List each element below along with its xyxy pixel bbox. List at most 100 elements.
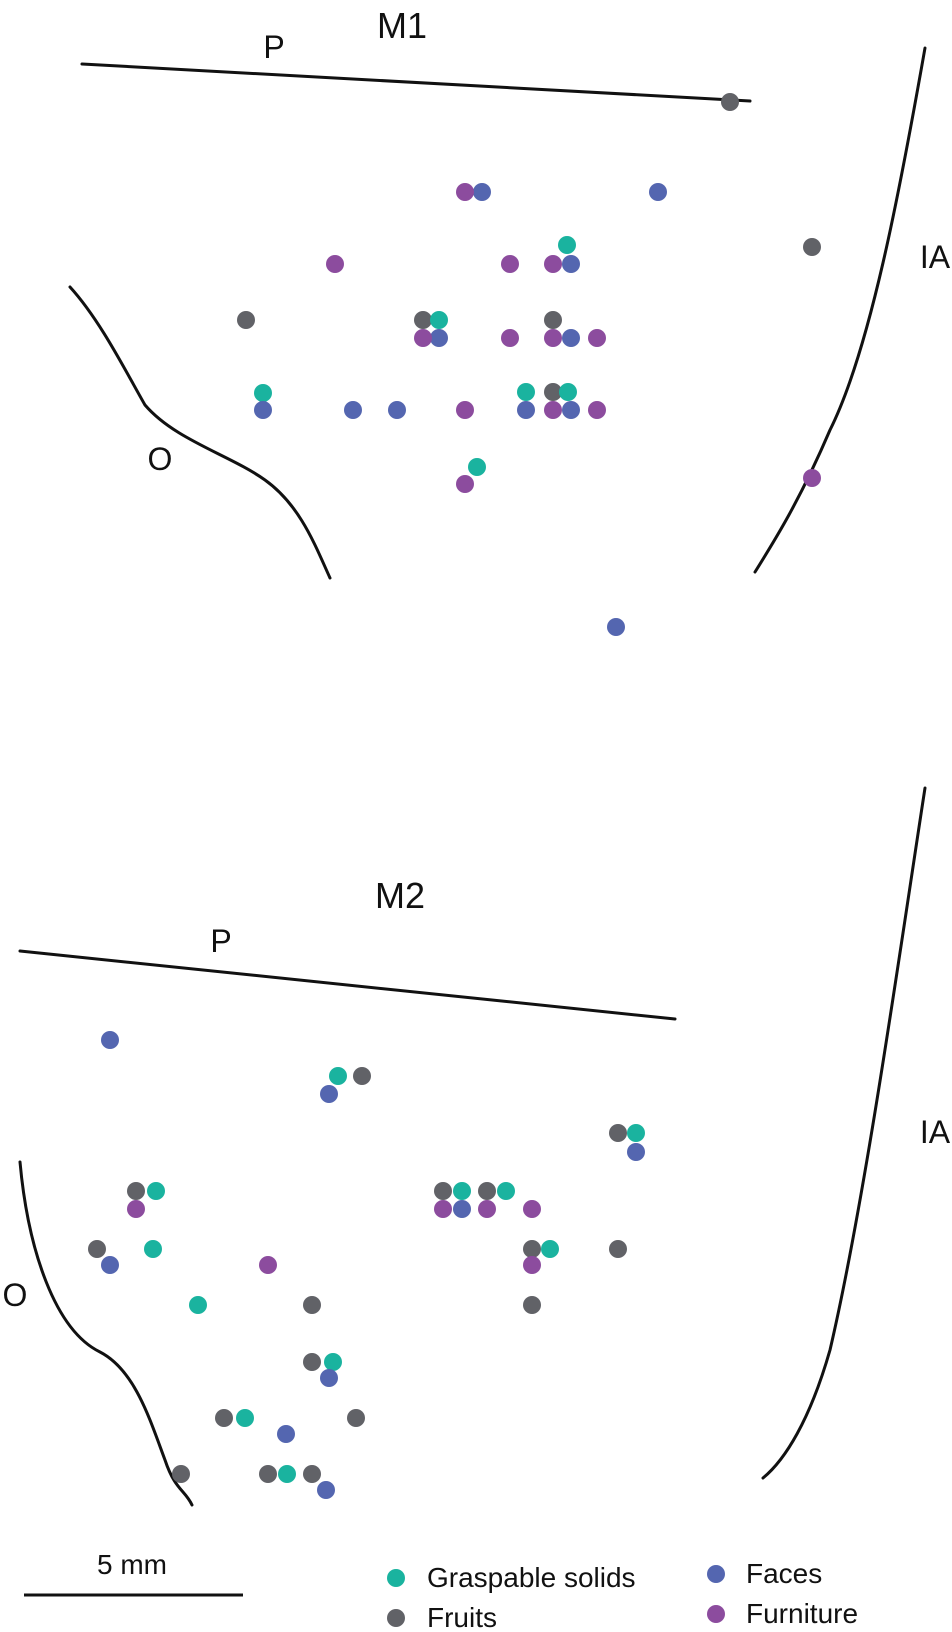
m2-point-graspable-solids-9 bbox=[324, 1353, 342, 1371]
panel-m2-label-o: O bbox=[3, 1277, 28, 1313]
m2-point-graspable-solids-11 bbox=[278, 1465, 296, 1483]
panel-m2: M2 P O IA bbox=[3, 786, 951, 1507]
legend-marker-furniture bbox=[707, 1605, 725, 1623]
m1-point-faces-9 bbox=[517, 401, 535, 419]
legend: Graspable solids Fruits Faces Furniture bbox=[387, 1558, 858, 1632]
m1-point-graspable-solids-6 bbox=[468, 458, 486, 476]
m1-point-fruits-2 bbox=[803, 238, 821, 256]
m2-point-graspable-solids-6 bbox=[144, 1240, 162, 1258]
m2-point-graspable-solids-2 bbox=[627, 1124, 645, 1142]
m2-point-fruits-16 bbox=[303, 1465, 321, 1483]
m2-point-faces-7 bbox=[277, 1425, 295, 1443]
m2-point-faces-2 bbox=[320, 1085, 338, 1103]
m1-point-faces-11 bbox=[607, 618, 625, 636]
panel-m2-sulcus-ia bbox=[761, 786, 927, 1480]
m1-point-graspable-solids-4 bbox=[517, 383, 535, 401]
m1-point-graspable-solids-2 bbox=[430, 311, 448, 329]
m2-point-graspable-solids-1 bbox=[329, 1067, 347, 1085]
legend-label-furniture: Furniture bbox=[746, 1598, 858, 1629]
m2-point-faces-1 bbox=[101, 1031, 119, 1049]
m2-point-graspable-solids-10 bbox=[236, 1409, 254, 1427]
m2-point-faces-4 bbox=[453, 1200, 471, 1218]
m2-point-fruits-8 bbox=[609, 1240, 627, 1258]
m2-point-fruits-5 bbox=[478, 1182, 496, 1200]
legend-label-graspable-solids: Graspable solids bbox=[427, 1562, 636, 1593]
panel-m1-points bbox=[237, 93, 821, 636]
m1-point-furniture-8 bbox=[588, 329, 606, 347]
m1-point-furniture-2 bbox=[326, 255, 344, 273]
legend-marker-fruits bbox=[387, 1609, 405, 1627]
m2-point-fruits-11 bbox=[523, 1296, 541, 1314]
m1-point-fruits-1 bbox=[721, 93, 739, 111]
m1-point-graspable-solids-3 bbox=[254, 384, 272, 402]
m2-point-fruits-10 bbox=[303, 1353, 321, 1371]
m1-point-furniture-1 bbox=[456, 183, 474, 201]
panel-m2-label-p: P bbox=[210, 923, 231, 959]
panel-m1-label-o: O bbox=[148, 441, 173, 477]
legend-label-fruits: Fruits bbox=[427, 1602, 497, 1632]
panel-m1-label-p: P bbox=[263, 29, 284, 65]
m1-point-fruits-6 bbox=[544, 383, 562, 401]
m2-point-faces-8 bbox=[317, 1481, 335, 1499]
m1-point-graspable-solids-1 bbox=[558, 236, 576, 254]
m1-point-furniture-9 bbox=[456, 401, 474, 419]
m2-point-fruits-1 bbox=[353, 1067, 371, 1085]
m1-point-faces-10 bbox=[562, 401, 580, 419]
m1-point-fruits-3 bbox=[237, 311, 255, 329]
panel-m2-sulcus-o bbox=[18, 1160, 194, 1507]
legend-label-faces: Faces bbox=[746, 1558, 822, 1589]
m1-point-fruits-4 bbox=[414, 311, 432, 329]
m1-point-fruits-5 bbox=[544, 311, 562, 329]
m2-point-graspable-solids-5 bbox=[497, 1182, 515, 1200]
m1-point-furniture-12 bbox=[456, 475, 474, 493]
m2-point-fruits-6 bbox=[88, 1240, 106, 1258]
m2-point-faces-3 bbox=[627, 1143, 645, 1161]
panel-m1-sulcus-ia bbox=[753, 46, 927, 574]
legend-marker-graspable-solids bbox=[387, 1569, 405, 1587]
m2-point-fruits-14 bbox=[172, 1465, 190, 1483]
m1-point-furniture-3 bbox=[501, 255, 519, 273]
legend-marker-faces bbox=[707, 1565, 725, 1583]
panel-m1-sulcus-p bbox=[80, 62, 752, 103]
scale-bar-label: 5 mm bbox=[97, 1549, 167, 1580]
m1-point-furniture-11 bbox=[588, 401, 606, 419]
m2-point-faces-6 bbox=[320, 1369, 338, 1387]
m1-point-furniture-13 bbox=[803, 469, 821, 487]
m2-point-graspable-solids-7 bbox=[541, 1240, 559, 1258]
m2-point-furniture-2 bbox=[434, 1200, 452, 1218]
m1-point-faces-8 bbox=[388, 401, 406, 419]
m1-point-furniture-5 bbox=[414, 329, 432, 347]
m2-point-faces-5 bbox=[101, 1256, 119, 1274]
m2-point-fruits-13 bbox=[347, 1409, 365, 1427]
m2-point-furniture-5 bbox=[259, 1256, 277, 1274]
m2-point-graspable-solids-8 bbox=[189, 1296, 207, 1314]
m2-point-fruits-7 bbox=[523, 1240, 541, 1258]
m2-point-graspable-solids-3 bbox=[147, 1182, 165, 1200]
m2-point-fruits-15 bbox=[259, 1465, 277, 1483]
m2-point-fruits-2 bbox=[609, 1124, 627, 1142]
m2-point-fruits-4 bbox=[434, 1182, 452, 1200]
m2-point-graspable-solids-4 bbox=[453, 1182, 471, 1200]
m1-point-faces-2 bbox=[649, 183, 667, 201]
m1-point-faces-3 bbox=[562, 255, 580, 273]
panel-m1-title: M1 bbox=[377, 5, 427, 46]
m1-point-furniture-6 bbox=[501, 329, 519, 347]
m2-point-furniture-6 bbox=[523, 1256, 541, 1274]
m1-point-furniture-7 bbox=[544, 329, 562, 347]
m1-point-faces-7 bbox=[344, 401, 362, 419]
m2-point-fruits-9 bbox=[303, 1296, 321, 1314]
panel-m1-label-ia: IA bbox=[920, 239, 951, 275]
m1-point-furniture-4 bbox=[544, 255, 562, 273]
panel-m1: M1 P O IA bbox=[68, 5, 951, 636]
m2-point-furniture-1 bbox=[127, 1200, 145, 1218]
m1-point-faces-5 bbox=[562, 329, 580, 347]
m1-point-furniture-10 bbox=[544, 401, 562, 419]
panel-m2-sulcus-p bbox=[18, 949, 677, 1021]
m2-point-fruits-12 bbox=[215, 1409, 233, 1427]
panel-m2-label-ia: IA bbox=[920, 1114, 951, 1150]
m1-point-faces-4 bbox=[430, 329, 448, 347]
panel-m2-points bbox=[88, 1031, 645, 1499]
m2-point-furniture-4 bbox=[523, 1200, 541, 1218]
m2-point-fruits-3 bbox=[127, 1182, 145, 1200]
